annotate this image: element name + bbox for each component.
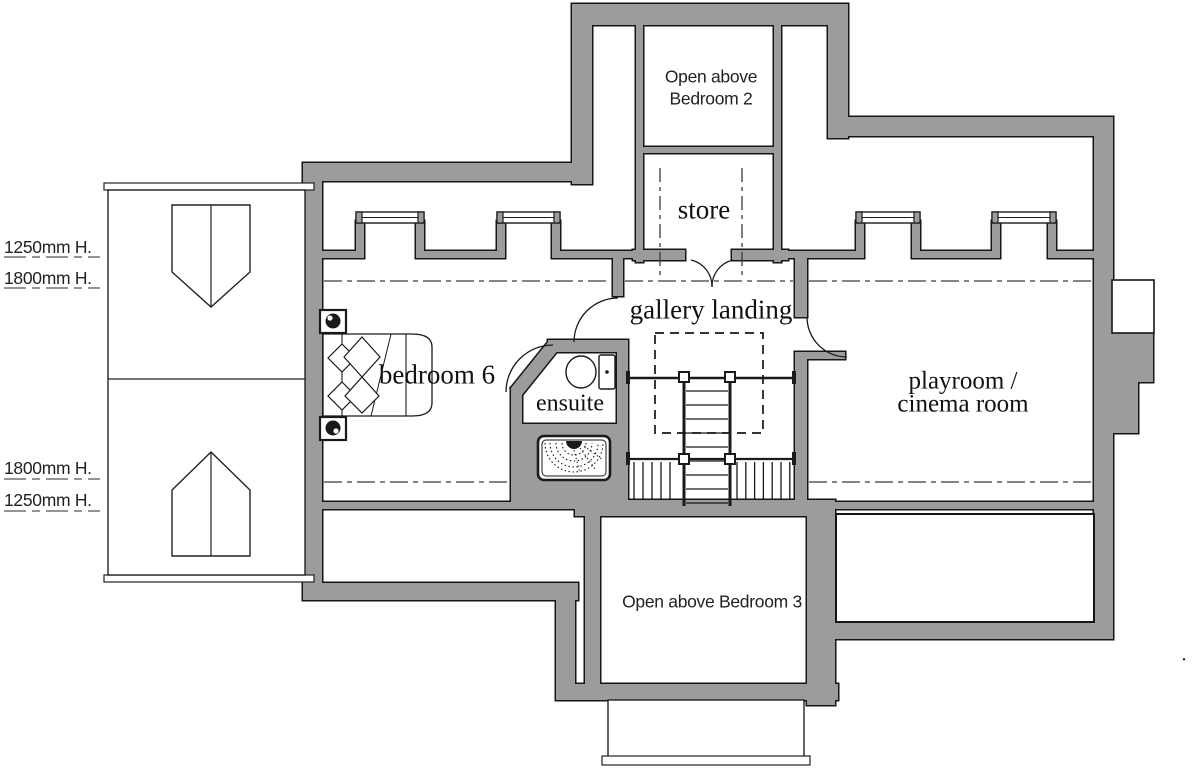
stray-period: . bbox=[1181, 643, 1187, 666]
wall-overlays bbox=[835, 279, 1155, 623]
eaves-room bbox=[835, 513, 1095, 623]
room-label-playroom-line1: playroom / bbox=[908, 367, 1018, 395]
newel-post bbox=[678, 371, 690, 383]
toilet-fixture bbox=[565, 354, 616, 390]
bottom-extension bbox=[601, 699, 811, 766]
dormer-window bbox=[991, 211, 1057, 224]
door-arc-store-left bbox=[690, 259, 713, 288]
room-label-gallery-landing: gallery landing bbox=[629, 294, 793, 325]
fascia-bar bbox=[103, 182, 315, 191]
balustrade bbox=[626, 371, 796, 500]
newel-post bbox=[678, 453, 690, 465]
dimension-label-1250-bottom: 1250mm H. bbox=[4, 490, 92, 510]
door-arc-corridor bbox=[573, 297, 619, 343]
newel-post bbox=[724, 453, 736, 465]
dimension-label-1800-top: 1800mm H. bbox=[4, 268, 92, 288]
bedside-table bbox=[318, 415, 348, 442]
roof-arrow-down bbox=[171, 204, 251, 308]
newel-post bbox=[724, 371, 736, 383]
chimney-void bbox=[1111, 279, 1155, 334]
room-label-ensuite: ensuite bbox=[536, 390, 604, 417]
shower-fixture bbox=[536, 434, 612, 482]
stairwell-opening-dashed bbox=[654, 332, 764, 434]
dormer-windows bbox=[355, 211, 1057, 224]
note-open-above-bedroom2-line2: Bedroom 2 bbox=[669, 88, 753, 109]
dimension-label-1250-top: 1250mm H. bbox=[4, 237, 92, 257]
bedside-table bbox=[318, 308, 348, 335]
roof-arrow-up bbox=[171, 451, 251, 557]
dormer-window bbox=[355, 211, 425, 224]
door-arc-ensuite bbox=[505, 344, 554, 393]
staircase bbox=[682, 378, 732, 506]
room-label-bedroom6: bedroom 6 bbox=[378, 359, 496, 390]
door-arc-playroom bbox=[806, 316, 848, 358]
left-wing-roof bbox=[103, 182, 315, 583]
door-arc-store-right bbox=[711, 259, 734, 288]
note-open-above-bedroom2-line1: Open above bbox=[664, 66, 758, 87]
dormer-window bbox=[496, 211, 561, 224]
door-swing-arcs bbox=[505, 259, 848, 393]
dimension-leader-lines bbox=[4, 256, 100, 512]
room-label-playroom-line2: cinema room bbox=[897, 390, 1029, 418]
fascia-bar bbox=[103, 574, 315, 583]
ceiling-height-lines bbox=[324, 168, 1092, 483]
balusters bbox=[633, 462, 791, 500]
note-open-above-bedroom3: Open above Bedroom 3 bbox=[622, 591, 802, 612]
pillows bbox=[327, 336, 381, 414]
dimension-label-1800-bottom: 1800mm H. bbox=[4, 458, 92, 478]
dormer-window bbox=[855, 211, 921, 224]
bed-furniture bbox=[322, 333, 433, 417]
room-label-store: store bbox=[677, 194, 731, 225]
